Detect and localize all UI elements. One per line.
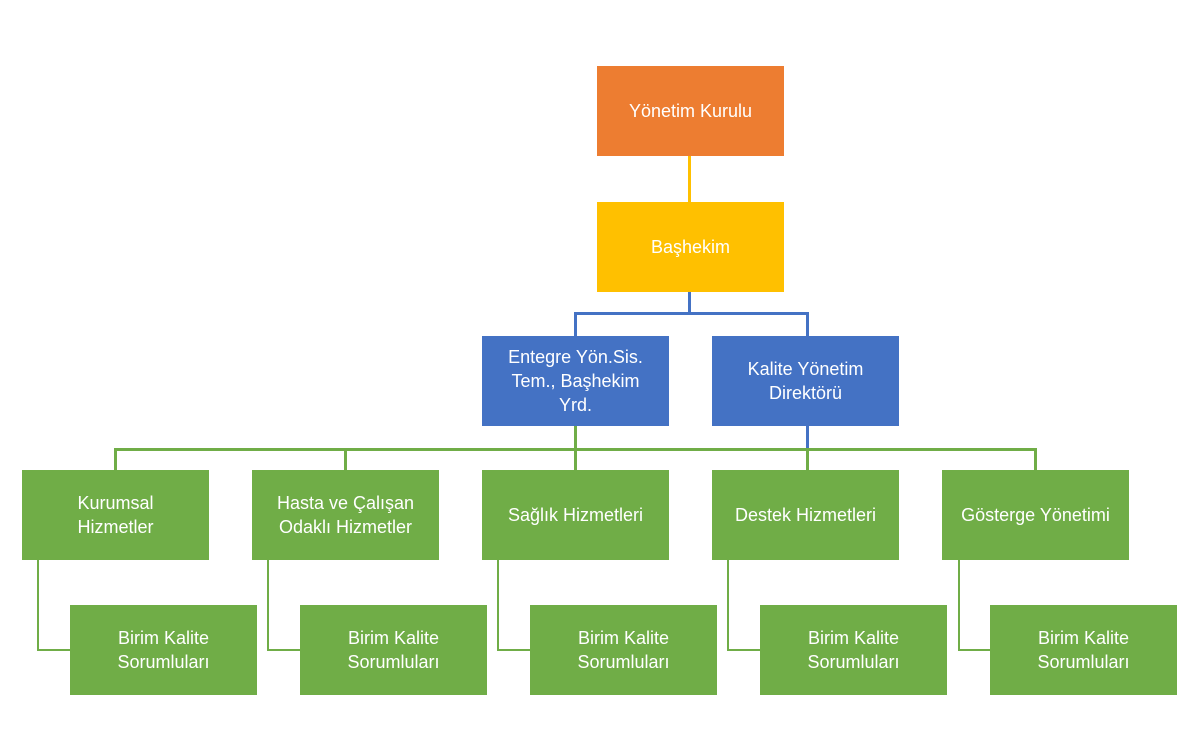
unit-label: Birim Kalite Sorumluları bbox=[117, 628, 210, 672]
connector-unit-4-h bbox=[727, 649, 760, 651]
service-label: Gösterge Yönetimi bbox=[961, 505, 1110, 525]
connector-deputy-down bbox=[574, 426, 577, 450]
connector-unit-4-v bbox=[727, 560, 729, 650]
service-box-health: Sağlık Hizmetleri bbox=[482, 470, 669, 560]
service-label: Sağlık Hizmetleri bbox=[507, 505, 644, 525]
connector-service-1 bbox=[114, 448, 117, 470]
unit-box: Birim Kalite Sorumluları bbox=[760, 605, 947, 695]
connector-board-chief bbox=[688, 156, 691, 202]
connector-service-5 bbox=[1034, 448, 1037, 470]
unit-label: Birim Kalite Sorumluları bbox=[577, 628, 670, 672]
connector-unit-2-h bbox=[267, 649, 300, 651]
board-label: Yönetim Kurulu bbox=[628, 101, 753, 121]
connector-unit-2-v bbox=[267, 560, 269, 650]
service-box-patient-employee: Hasta ve Çalışan Odaklı Hizmetler bbox=[252, 470, 439, 560]
connector-unit-3-v bbox=[497, 560, 499, 650]
quality-director-box: Kalite Yönetim Direktörü bbox=[712, 336, 899, 426]
connector-management-bar bbox=[574, 312, 809, 315]
unit-box: Birim Kalite Sorumluları bbox=[70, 605, 257, 695]
connector-unit-3-h bbox=[497, 649, 530, 651]
connector-to-director bbox=[806, 312, 809, 336]
unit-box: Birim Kalite Sorumluları bbox=[530, 605, 717, 695]
connector-director-down bbox=[806, 426, 809, 450]
unit-label: Birim Kalite Sorumluları bbox=[807, 628, 900, 672]
connector-service-3 bbox=[574, 448, 577, 470]
connector-unit-1-v bbox=[37, 560, 39, 650]
connector-service-4 bbox=[806, 448, 809, 470]
quality-director-label: Kalite Yönetim Direktörü bbox=[747, 359, 864, 403]
connector-unit-1-h bbox=[37, 649, 70, 651]
connector-chief-down bbox=[688, 292, 691, 314]
board-box: Yönetim Kurulu bbox=[597, 66, 784, 156]
service-label: Kurumsal Hizmetler bbox=[77, 493, 154, 537]
unit-label: Birim Kalite Sorumluları bbox=[347, 628, 440, 672]
unit-box: Birim Kalite Sorumluları bbox=[990, 605, 1177, 695]
service-box-support: Destek Hizmetleri bbox=[712, 470, 899, 560]
connector-to-deputy bbox=[574, 312, 577, 336]
service-label: Destek Hizmetleri bbox=[734, 505, 877, 525]
unit-label: Birim Kalite Sorumluları bbox=[1037, 628, 1130, 672]
service-box-corporate: Kurumsal Hizmetler bbox=[22, 470, 209, 560]
service-label: Hasta ve Çalışan Odaklı Hizmetler bbox=[276, 493, 415, 537]
connector-unit-5-v bbox=[958, 560, 960, 650]
chief-physician-box: Başhekim bbox=[597, 202, 784, 292]
connector-service-2 bbox=[344, 448, 347, 470]
deputy-chief-box: Entegre Yön.Sis. Tem., Başhekim Yrd. bbox=[482, 336, 669, 426]
connector-unit-5-h bbox=[958, 649, 991, 651]
chief-physician-label: Başhekim bbox=[650, 237, 731, 257]
unit-box: Birim Kalite Sorumluları bbox=[300, 605, 487, 695]
service-box-indicator: Gösterge Yönetimi bbox=[942, 470, 1129, 560]
deputy-chief-label: Entegre Yön.Sis. Tem., Başhekim Yrd. bbox=[508, 347, 643, 415]
